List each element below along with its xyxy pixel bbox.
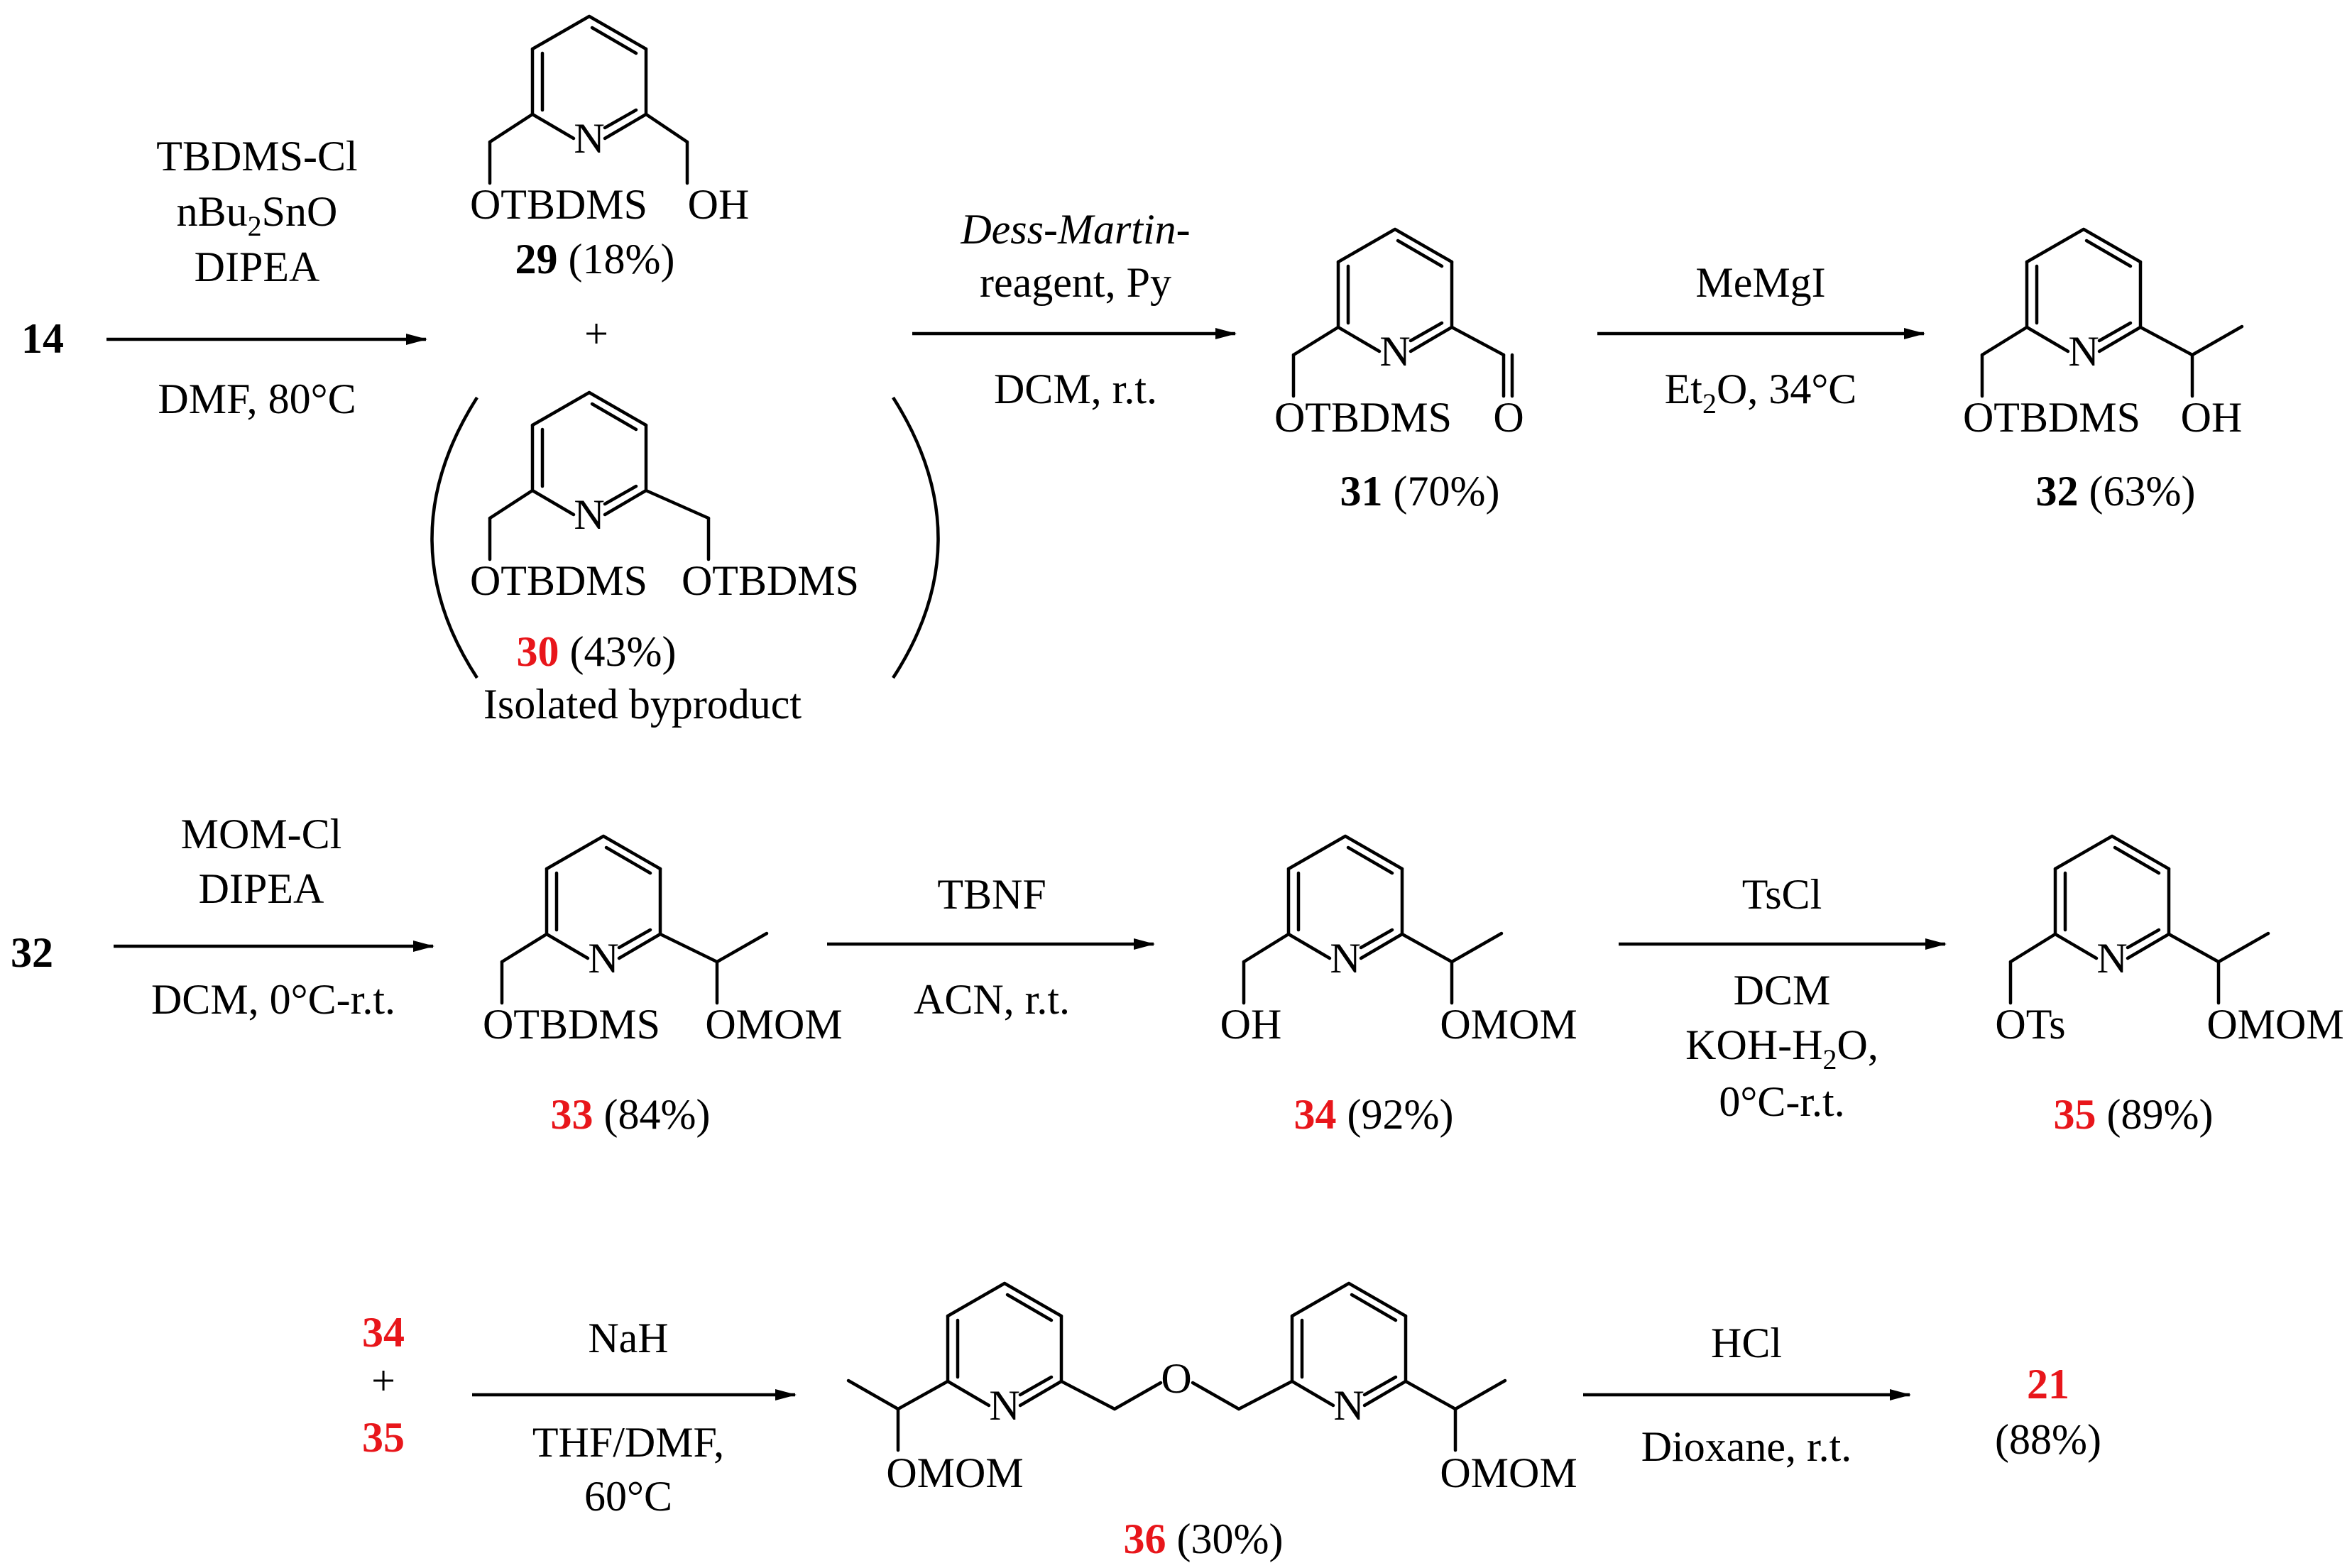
compound-label-32: 32 (63%)	[2036, 468, 2196, 515]
substituent-oh: OH	[2181, 394, 2243, 441]
condition-dcm-rt: DCM, r.t.	[994, 366, 1157, 412]
ring-nitrogen: N	[1330, 935, 1360, 982]
reagent-tbdmscl: TBDMS-Cl	[156, 133, 357, 180]
compound-label-33: 33 (84%)	[551, 1091, 711, 1138]
substituent-omom: OMOM	[1440, 1001, 1577, 1048]
compound-29: N OTBDMS OH 29 (18%)	[470, 14, 750, 283]
compound-32: N OTBDMS OH 32 (63%)	[1963, 227, 2244, 515]
reaction-arrow-tbnf: TBNF ACN, r.t.	[827, 871, 1155, 1023]
reagent-nbu2sno: nBu2SnO	[177, 188, 338, 242]
reagent-tscl: TsCl	[1742, 871, 1822, 918]
reagent-dipea: DIPEA	[195, 243, 320, 290]
compound-35: N OTs OMOM 35 (89%)	[1995, 834, 2344, 1138]
ring-nitrogen-right: N	[1333, 1382, 1364, 1429]
condition-dcm-0c-rt: DCM, 0°C-r.t.	[151, 976, 395, 1023]
substituent-otbdms: OTBDMS	[1274, 394, 1452, 441]
substituent-omom: OMOM	[705, 1001, 842, 1048]
substituent-otbdms-left: OTBDMS	[470, 557, 647, 604]
condition-koh-h2o: KOH-H2O,	[1685, 1021, 1878, 1075]
product-21: 21	[2027, 1361, 2069, 1408]
ring-nitrogen: N	[2096, 935, 2127, 982]
reagent-momcl: MOM-Cl	[181, 811, 342, 857]
reaction-arrow-step3: MeMgI Et2O, 34°C	[1597, 259, 1925, 420]
aldehyde-oxygen: O	[1493, 394, 1524, 441]
substituent-otbdms: OTBDMS	[483, 1001, 660, 1048]
condition-0c-rt: 0°C-r.t.	[1719, 1078, 1844, 1125]
reagent-tbnf: TBNF	[937, 871, 1046, 918]
condition-et2o-34c: Et2O, 34°C	[1665, 366, 1857, 420]
ring-nitrogen: N	[588, 935, 618, 982]
substituent-ots: OTs	[1995, 1001, 2065, 1048]
compound-label-30: 30 (43%)	[517, 628, 677, 675]
substituent-omom-left: OMOM	[886, 1449, 1023, 1496]
product-21-yield: (88%)	[1995, 1416, 2101, 1463]
ring-nitrogen: N	[2068, 328, 2099, 375]
compound-label-31: 31 (70%)	[1340, 468, 1500, 515]
reaction-arrow-nah: NaH THF/DMF, 60°C	[472, 1315, 797, 1520]
reactant-35: 35	[362, 1414, 405, 1461]
reaction-arrow-mom: MOM-Cl DIPEA DCM, 0°C-r.t.	[114, 811, 434, 1023]
reaction-arrow-hcl: HCl Dioxane, r.t.	[1583, 1320, 1911, 1470]
byproduct-note: Isolated byproduct	[483, 681, 802, 728]
reactant-34: 34	[362, 1309, 405, 1356]
condition-dioxane-rt: Dioxane, r.t.	[1641, 1423, 1852, 1470]
compound-label-29: 29 (18%)	[515, 236, 675, 283]
start-compound-14: 14	[21, 315, 64, 362]
compound-label-36: 36 (30%)	[1124, 1515, 1284, 1562]
reagent-dess-martin: Dess-Martin-	[960, 206, 1190, 253]
compound-30: N OTBDMS OTBDMS 30 (43%) Isolated byprod…	[430, 390, 940, 728]
compound-31: N OTBDMS O 31 (70%)	[1274, 227, 1524, 515]
reagent-hcl: HCl	[1711, 1320, 1782, 1366]
ether-oxygen: O	[1161, 1355, 1191, 1402]
reagent-dipea: DIPEA	[199, 865, 324, 912]
compound-label-35: 35 (89%)	[2054, 1091, 2214, 1138]
substituent-otbdms: OTBDMS	[470, 181, 647, 228]
condition-dmf-80c: DMF, 80°C	[158, 375, 356, 422]
compound-label-34: 34 (92%)	[1294, 1091, 1454, 1138]
condition-60c: 60°C	[584, 1473, 672, 1520]
reagent-memgi: MeMgI	[1695, 259, 1825, 306]
substituent-omom-right: OMOM	[1440, 1449, 1577, 1496]
compound-36: N O N OMOM OMOM 36 (30%)	[846, 1281, 1577, 1562]
substituent-oh: OH	[688, 181, 750, 228]
reagent-py: reagent, Py	[980, 259, 1171, 306]
ring-nitrogen: N	[574, 115, 604, 162]
ring-nitrogen: N	[574, 491, 604, 538]
condition-thf-dmf: THF/DMF,	[532, 1419, 724, 1466]
substituent-otbdms-right: OTBDMS	[682, 557, 859, 604]
reaction-arrow-step1: TBDMS-Cl nBu2SnO DIPEA DMF, 80°C	[106, 133, 427, 422]
start-compound-32: 32	[11, 929, 53, 976]
plus-sign: +	[584, 310, 608, 357]
reaction-arrow-step2: Dess-Martin- reagent, Py DCM, r.t.	[912, 206, 1237, 412]
plus-sign: +	[371, 1357, 395, 1404]
reagent-nah: NaH	[588, 1315, 668, 1361]
ring-nitrogen-left: N	[989, 1382, 1019, 1429]
substituent-oh: OH	[1220, 1001, 1282, 1048]
condition-acn-rt: ACN, r.t.	[914, 976, 1070, 1023]
substituent-omom: OMOM	[2206, 1001, 2343, 1048]
ring-nitrogen: N	[1379, 328, 1410, 375]
compound-33: N OTBDMS OMOM 33 (84%)	[483, 834, 843, 1138]
compound-34: N OH OMOM 34 (92%)	[1220, 834, 1577, 1138]
reaction-arrow-tscl: TsCl DCM KOH-H2O, 0°C-r.t.	[1619, 871, 1947, 1125]
substituent-otbdms: OTBDMS	[1963, 394, 2140, 441]
condition-dcm: DCM	[1734, 967, 1831, 1014]
